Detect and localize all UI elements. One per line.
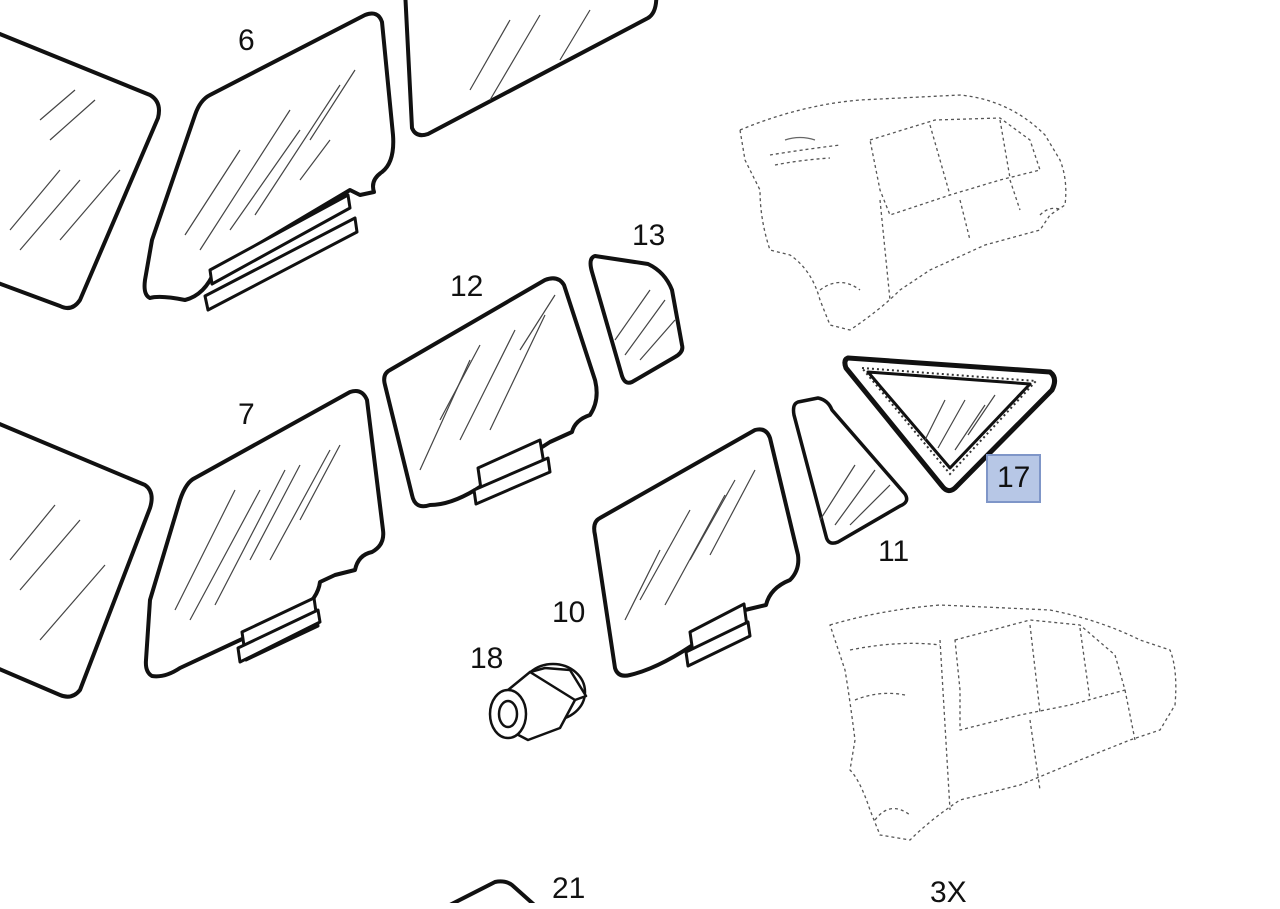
car-outline-bottom bbox=[829, 604, 1177, 841]
glass-part-13 bbox=[588, 254, 685, 385]
callout-13: 13 bbox=[632, 219, 666, 252]
glass-partial-bottom-left bbox=[0, 422, 154, 699]
callout-11: 11 bbox=[878, 535, 910, 568]
callout-10: 10 bbox=[552, 596, 586, 629]
callout-21: 21 bbox=[552, 872, 586, 905]
glass-partial-top-center bbox=[403, 0, 659, 138]
glass-part-21-partial bbox=[449, 879, 536, 903]
glass-part-10 bbox=[592, 427, 801, 678]
callout-6: 6 bbox=[238, 24, 255, 57]
glass-part-7 bbox=[143, 389, 386, 679]
glass-partial-top-left bbox=[0, 31, 161, 310]
nut-part-18 bbox=[488, 662, 588, 742]
glass-part-6 bbox=[142, 11, 396, 312]
callout-7: 7 bbox=[238, 398, 255, 431]
glass-part-12 bbox=[382, 276, 599, 509]
glass-part-17 bbox=[842, 355, 1058, 494]
callout-17-highlighted[interactable]: 17 bbox=[986, 454, 1042, 503]
glass-part-11 bbox=[791, 396, 909, 545]
callout-18: 18 bbox=[470, 642, 504, 675]
car-outline-top bbox=[739, 94, 1067, 331]
callout-12: 12 bbox=[450, 270, 484, 303]
callout-qty-3x: 3X bbox=[930, 876, 967, 909]
